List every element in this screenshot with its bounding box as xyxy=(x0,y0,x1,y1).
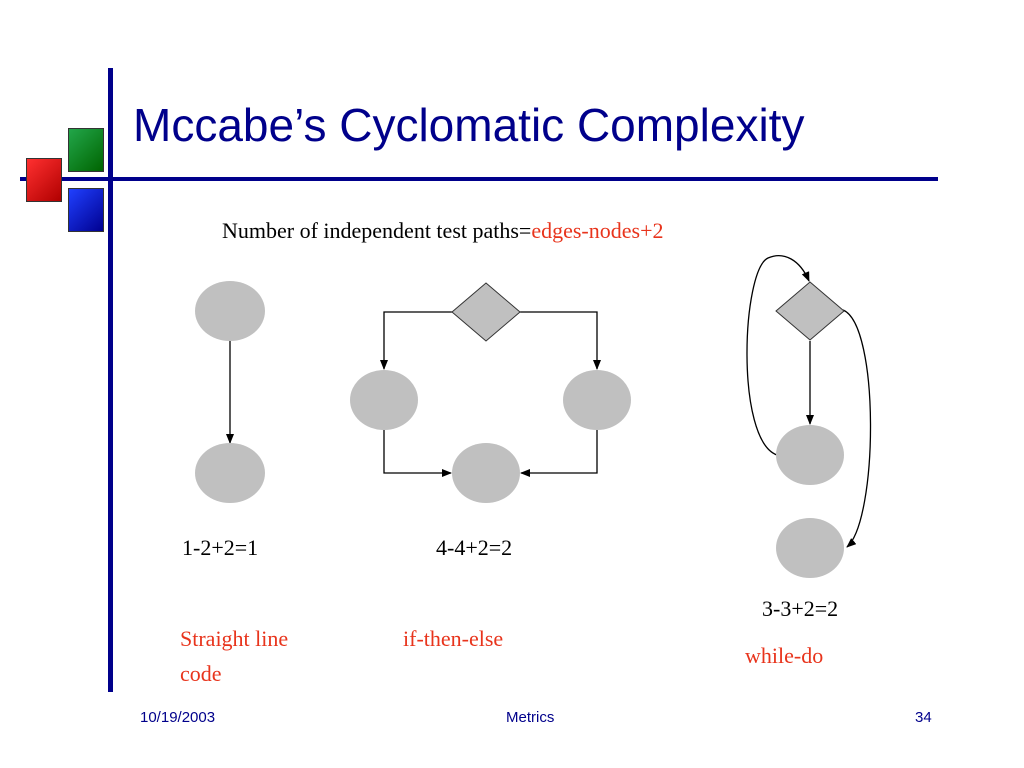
straight-line-graph xyxy=(195,281,265,503)
slide-title: Mccabe’s Cyclomatic Complexity xyxy=(133,99,805,151)
formula-prefix: Number of independent test paths= xyxy=(222,218,532,243)
straight-calc: 1-2+2=1 xyxy=(182,535,259,560)
straight-node-1 xyxy=(195,281,265,341)
whiledo-label: while-do xyxy=(745,643,824,668)
straight-label-line1: Straight line xyxy=(180,626,289,651)
while-exit-edge xyxy=(842,309,872,548)
straight-node-2 xyxy=(195,443,265,503)
footer-date: 10/19/2003 xyxy=(140,709,216,726)
green-square-decoration xyxy=(68,128,104,172)
footer-page-number: 34 xyxy=(915,709,932,726)
straight-label-line2: code xyxy=(180,661,222,686)
ifelse-edge-join-right xyxy=(520,430,598,477)
ifelse-join-node xyxy=(452,443,520,503)
ifelse-then-node xyxy=(350,370,418,430)
ifelse-edge-join-left xyxy=(383,430,452,477)
while-body-node xyxy=(776,425,844,485)
while-do-graph xyxy=(746,255,872,578)
vertical-rule xyxy=(108,68,113,692)
whiledo-calc: 3-3+2=2 xyxy=(762,596,839,621)
formula: Number of independent test paths=edges-n… xyxy=(222,218,664,244)
blue-square-decoration xyxy=(68,188,104,232)
while-loop-back-edge xyxy=(746,255,810,456)
footer-topic: Metrics xyxy=(506,709,555,726)
while-decision xyxy=(775,281,845,341)
ifelse-calc: 4-4+2=2 xyxy=(436,535,513,560)
if-then-else-graph xyxy=(350,282,631,503)
red-square-decoration xyxy=(26,158,62,202)
while-exit-node xyxy=(776,518,844,578)
ifelse-decision xyxy=(451,282,521,342)
ifelse-else-node xyxy=(563,370,631,430)
ifelse-label: if-then-else xyxy=(403,626,504,651)
formula-highlight: edges-nodes+2 xyxy=(531,218,664,243)
ifelse-edge-left xyxy=(380,311,452,370)
ifelse-edge-right xyxy=(520,311,601,370)
horizontal-rule xyxy=(20,177,938,181)
